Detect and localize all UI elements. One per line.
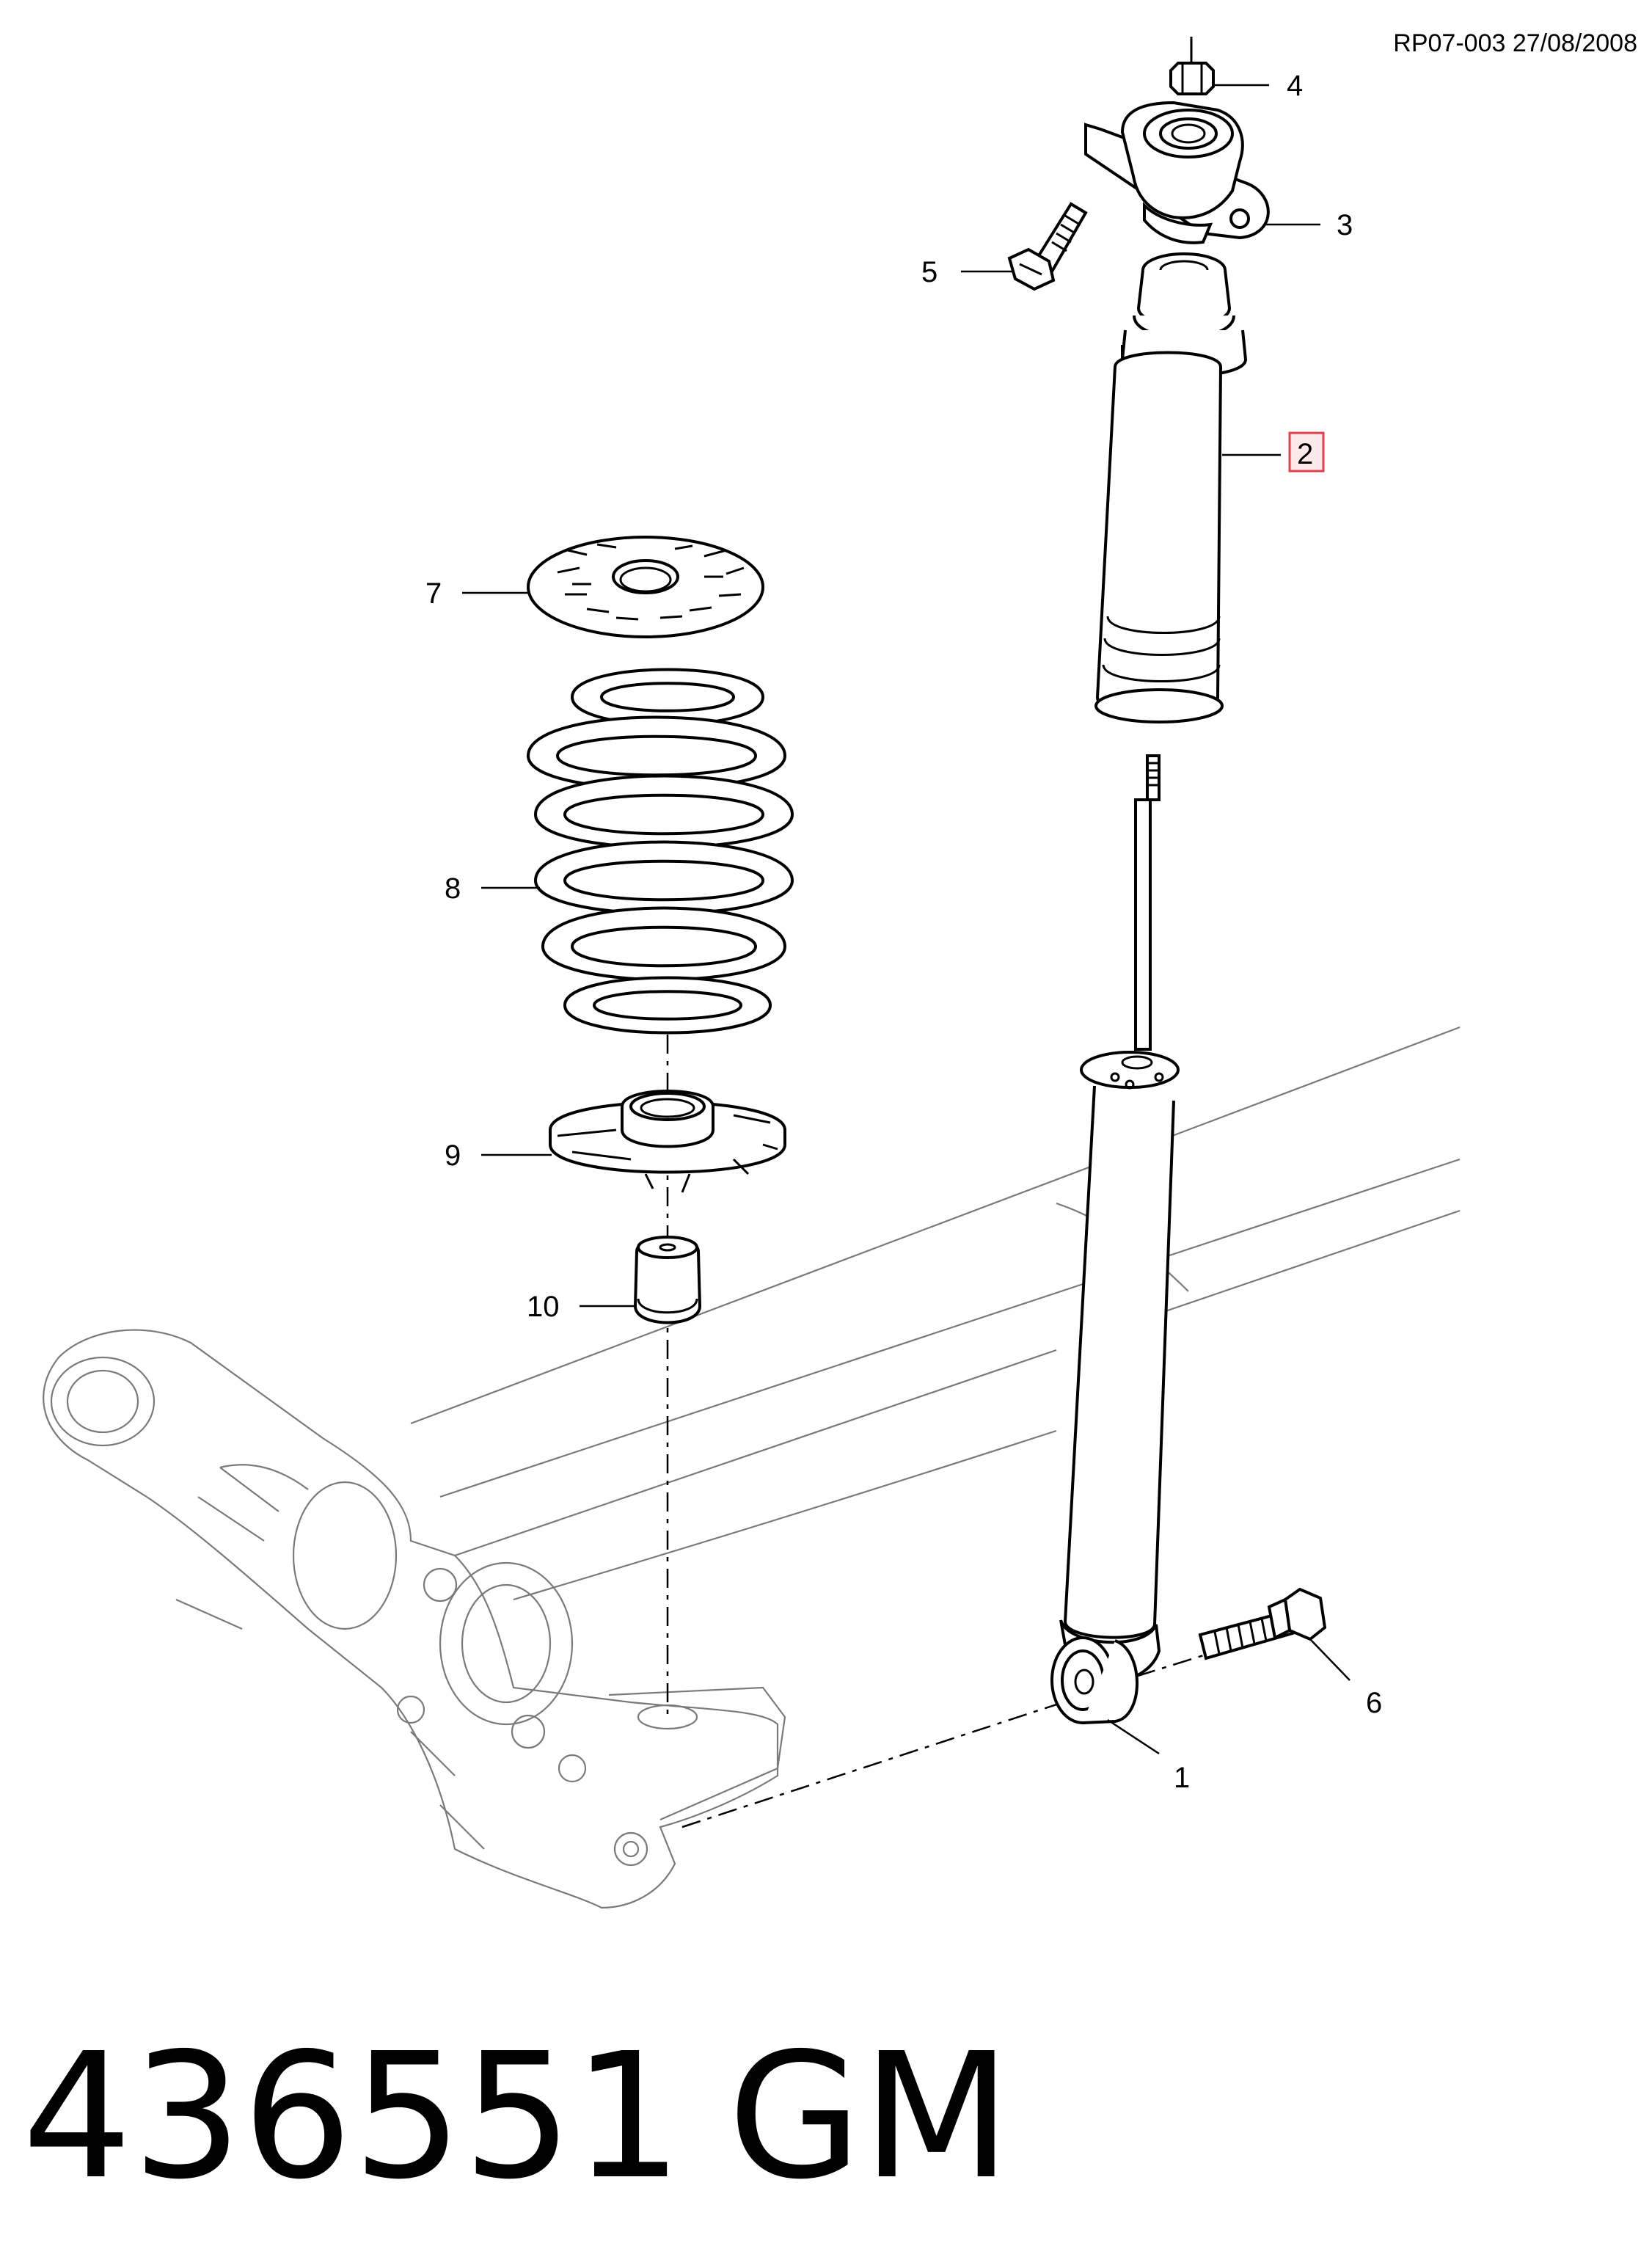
part-5-bolt xyxy=(1007,202,1088,291)
part-9-lower-spring-seat xyxy=(549,1090,786,1193)
part-4-nut xyxy=(1169,37,1215,95)
callout-5[interactable]: 5 xyxy=(921,256,938,288)
part-8-coil-spring xyxy=(526,668,794,1035)
reference-code: RP07-003 27/08/2008 xyxy=(1393,29,1637,57)
part-7-upper-spring-seat xyxy=(527,536,764,638)
part-3-upper-mount xyxy=(1084,101,1270,244)
callout-9[interactable]: 9 xyxy=(445,1140,461,1172)
callout-6[interactable]: 6 xyxy=(1366,1687,1382,1719)
callout-1[interactable]: 1 xyxy=(1174,1762,1190,1794)
callout-2-highlight-box xyxy=(1288,431,1325,473)
part-10-bump-stop xyxy=(633,1236,702,1324)
part-1-shock-absorber xyxy=(1050,754,1180,1724)
part-6-lower-bolt xyxy=(1198,1587,1327,1660)
callout-labels: 4 3 5 2 7 8 9 10 6 1 xyxy=(425,70,1382,1794)
callout-8[interactable]: 8 xyxy=(445,872,461,905)
callout-4[interactable]: 4 xyxy=(1287,70,1303,102)
callout-7[interactable]: 7 xyxy=(425,577,442,610)
callout-3[interactable]: 3 xyxy=(1337,209,1353,241)
part-number: 436551 xyxy=(22,2016,683,2217)
callout-2[interactable]: 2 xyxy=(1297,438,1313,470)
brand-name: GM xyxy=(728,2016,1012,2217)
trailing-arm-knuckle xyxy=(43,1329,786,1909)
leader-lines xyxy=(462,84,1351,1755)
shock-lower-mount-line xyxy=(681,1693,1086,1828)
part-2-dust-boot xyxy=(1094,252,1248,723)
callout-10[interactable]: 10 xyxy=(527,1291,560,1323)
